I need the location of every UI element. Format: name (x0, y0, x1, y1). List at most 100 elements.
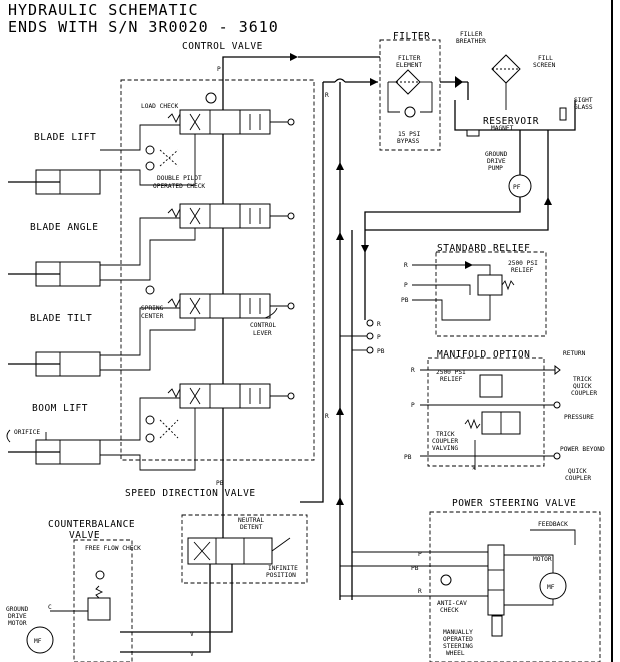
filler-breather-label: BREATHER (456, 38, 486, 45)
filter-boundary (379, 39, 441, 151)
port-pb: PB (216, 480, 224, 487)
ground-drive-motor-label: MOTOR (8, 620, 27, 627)
double-pilot-label: OPERATED CHECK (153, 183, 205, 190)
orifice-label: ORIFICE (14, 429, 40, 436)
pump-pf-label: PF (513, 184, 521, 191)
schematic-subtitle: ENDS WITH S/N 3R0020 - 3610 (8, 18, 279, 36)
port-pb: PB (377, 348, 385, 355)
pilot-check-boom-lift (100, 397, 196, 471)
standard-relief-boundary (435, 251, 547, 337)
spool-valve-blade-tilt (167, 293, 295, 319)
flow-arrow (290, 53, 298, 61)
ground-drive-motor-label: DRIVE (8, 613, 27, 620)
counterbalance-valve-icon (87, 597, 111, 621)
manual-steer-label: STEERING (443, 643, 473, 650)
spring-center-label: CENTER (141, 313, 164, 320)
trick-quick-label: COUPLER (571, 390, 597, 397)
control-valve-label: CONTROL VALVE (182, 41, 263, 52)
load-check-icon (205, 92, 217, 104)
trick-coupler-valving-label: VALVING (432, 445, 458, 452)
manual-steer-label: OPERATED (443, 636, 473, 643)
power-beyond-label: POWER BEYOND (560, 446, 605, 453)
flow-arrow (361, 245, 369, 253)
port-v: V (190, 651, 194, 658)
magnet-label: MAGNET (491, 125, 514, 132)
port-c: C (48, 604, 52, 611)
reservoir-tank (454, 100, 576, 131)
filter-element-label: ELEMENT (396, 62, 422, 69)
ground-drive-pump-label: GROUND (485, 151, 508, 158)
port-r: R (325, 413, 329, 420)
return-port-icon (554, 364, 561, 376)
svg-text:×: × (472, 465, 476, 472)
manifold-relief-label: RELIEF (440, 376, 463, 383)
anti-cav-check-icon (440, 574, 452, 586)
power-steering-valve-label: POWER STEERING VALVE (452, 498, 576, 509)
ground-drive-motor-label: GROUND (6, 606, 29, 613)
manifold-option-label: MANIFOLD OPTION (437, 349, 530, 360)
port-p: P (404, 282, 408, 289)
flow-arrow (544, 197, 552, 205)
trick-quick-label: TRICK (573, 376, 592, 383)
fill-screen-label: FILL (538, 55, 553, 62)
return-label: RETURN (563, 350, 586, 357)
port-pb: PB (401, 297, 409, 304)
blade-angle-label: BLADE ANGLE (30, 222, 98, 233)
flow-arrow (336, 407, 344, 415)
port-p: P (411, 402, 415, 409)
ground-drive-pump-label: PUMP (488, 165, 503, 172)
counterbalance-boundary (73, 539, 133, 662)
cylinder-blade-lift (8, 169, 101, 195)
infinite-position-label: INFINITE (268, 565, 298, 572)
quick-coupler-label: COUPLER (565, 475, 591, 482)
infinite-position-label: POSITION (266, 572, 296, 579)
port-p: P (217, 66, 221, 73)
sight-glass-label: SIGHT (574, 97, 593, 104)
boom-lift-label: BOOM LIFT (32, 403, 88, 414)
trick-coupler-valving-label: TRICK (436, 431, 455, 438)
port-p: P (418, 551, 422, 558)
spring-center-icon (145, 285, 155, 295)
steering-spool-icon (487, 544, 505, 616)
blade-lift-label: BLADE LIFT (34, 132, 96, 143)
free-flow-check-label: FREE FLOW CHECK (85, 545, 141, 552)
filler-breather-label: FILLER (460, 31, 483, 38)
spring-center-label: SPRING (141, 305, 164, 312)
motor-mf-label: MF (34, 638, 42, 645)
cylinder-blade-tilt (8, 351, 101, 377)
manual-steer-label: MANUALLY (443, 629, 473, 636)
quick-coupler-label: QUICK (568, 468, 587, 475)
speed-direction-spool-icon (187, 537, 273, 565)
manifold-relief-icon (479, 374, 503, 398)
filter-label: FILTER (393, 31, 430, 42)
trick-coupler-valving-label: COUPLER (432, 438, 458, 445)
speed-direction-valve-label: SPEED DIRECTION VALVE (125, 488, 256, 499)
filter-element-icon (387, 69, 433, 118)
motor-label: MOTOR (533, 556, 552, 563)
blade-tilt-label: BLADE TILT (30, 313, 92, 324)
port-pb: PB (404, 454, 412, 461)
standard-relief-label: STANDARD RELIEF (437, 243, 530, 254)
manual-steer-label: WHEEL (446, 650, 465, 657)
spool-valve-blade-lift (167, 109, 295, 135)
relief-psi-label: 2500 PSI (508, 260, 538, 267)
port-r: R (404, 262, 408, 269)
control-lever-label: LEVER (253, 330, 272, 337)
motor-mf2-label: MF (547, 584, 555, 591)
port-p: P (377, 334, 381, 341)
flow-arrow (336, 497, 344, 505)
bypass-label: 15 PSI (398, 131, 421, 138)
schematic-title: HYDRAULIC SCHEMATIC (8, 1, 199, 19)
power-steering-boundary (429, 511, 601, 662)
flow-arrow (336, 162, 344, 170)
counterbalance-label: COUNTERBALANCE (48, 519, 135, 530)
counterbalance-label: VALVE (69, 530, 100, 541)
fill-screen-label: SCREEN (533, 62, 556, 69)
flow-arrow (455, 76, 463, 88)
anti-cav-label: ANTI-CAV (437, 600, 467, 607)
neutral-detent-label: DETENT (240, 524, 263, 531)
pilot-check-blade-lift (100, 124, 196, 186)
sight-glass-label: GLASS (574, 104, 593, 111)
port-r: R (325, 92, 329, 99)
spool-valve-blade-angle (167, 203, 295, 229)
